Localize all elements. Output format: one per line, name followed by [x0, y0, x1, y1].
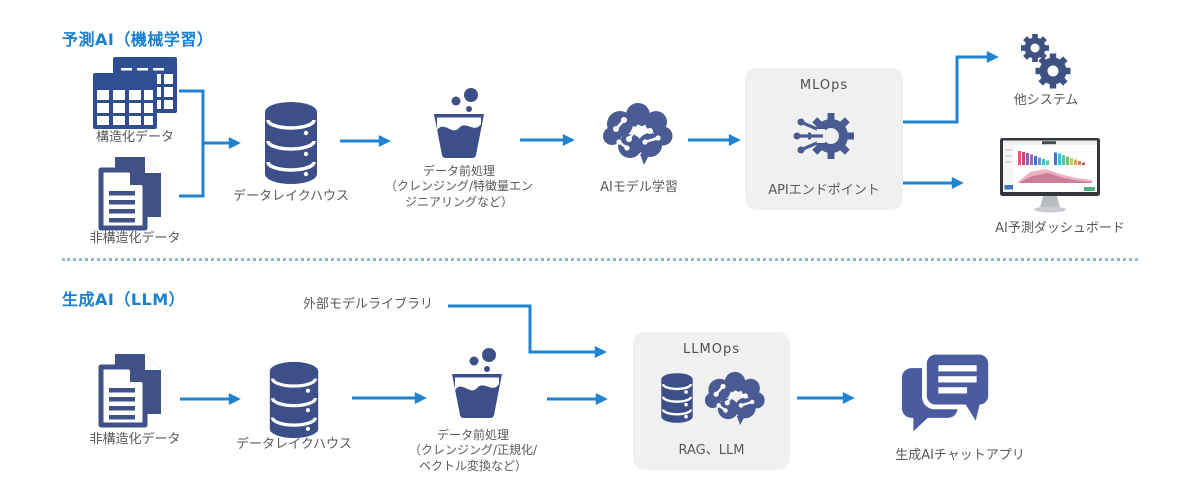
gears-icon: [1016, 33, 1076, 91]
predictive-section-title: 予測AI（機械学習）: [62, 30, 214, 49]
generative-section-title: 生成AI（LLM）: [62, 290, 186, 309]
llmops-title: LLMOps: [683, 342, 740, 357]
structured-data-label: 構造化データ: [95, 130, 174, 145]
database-icon-llmops: [658, 372, 696, 424]
chat-bubbles-icon: [900, 346, 992, 440]
arrow-mlops-to-other-systems: [903, 51, 999, 124]
lakehouse-label-generative: データレイクハウス: [235, 437, 353, 452]
mlops-box: MLOps: [745, 68, 903, 210]
external-library-label: 外部モデルライブラリ: [302, 297, 433, 312]
dashboard-label: AI予測ダッシュボード: [995, 221, 1125, 236]
training-label: AIモデル学習: [600, 180, 678, 195]
preprocess-label-generative: データ前処理 （クレンジング/正規化/ ベクトル変換など）: [408, 428, 538, 473]
brain-circuit-icon: [602, 102, 674, 166]
mlops-title: MLOps: [799, 78, 849, 93]
mlops-caption: APIエンドポイント: [768, 183, 880, 198]
documents-icon: [98, 155, 174, 233]
lakehouse-label: データレイクハウス: [232, 189, 350, 204]
table-icon: [93, 57, 177, 131]
brain-circuit-icon-llmops: [704, 371, 766, 426]
gear-circuit-icon: [793, 109, 855, 163]
chat-app-label: 生成AIチャットアプリ: [895, 448, 1025, 463]
database-icon: [263, 100, 319, 186]
llmops-caption: RAG、LLM: [678, 443, 745, 458]
beaker-icon-generative: [446, 346, 508, 420]
beaker-icon: [428, 86, 490, 160]
database-icon-generative: [266, 360, 322, 440]
dashboard-monitor-icon: [1000, 138, 1100, 216]
section-divider: [62, 258, 1138, 261]
llmops-box: LLMOps: [633, 332, 790, 470]
preprocess-label: データ前処理 （クレンジング/特徴量エン ジニアリングなど）: [384, 164, 534, 209]
unstructured-data-label-generative: 非構造化データ: [89, 432, 181, 447]
unstructured-data-label: 非構造化データ: [89, 231, 181, 246]
other-systems-label: 他システム: [1013, 93, 1079, 108]
documents-icon-generative: [98, 352, 174, 430]
